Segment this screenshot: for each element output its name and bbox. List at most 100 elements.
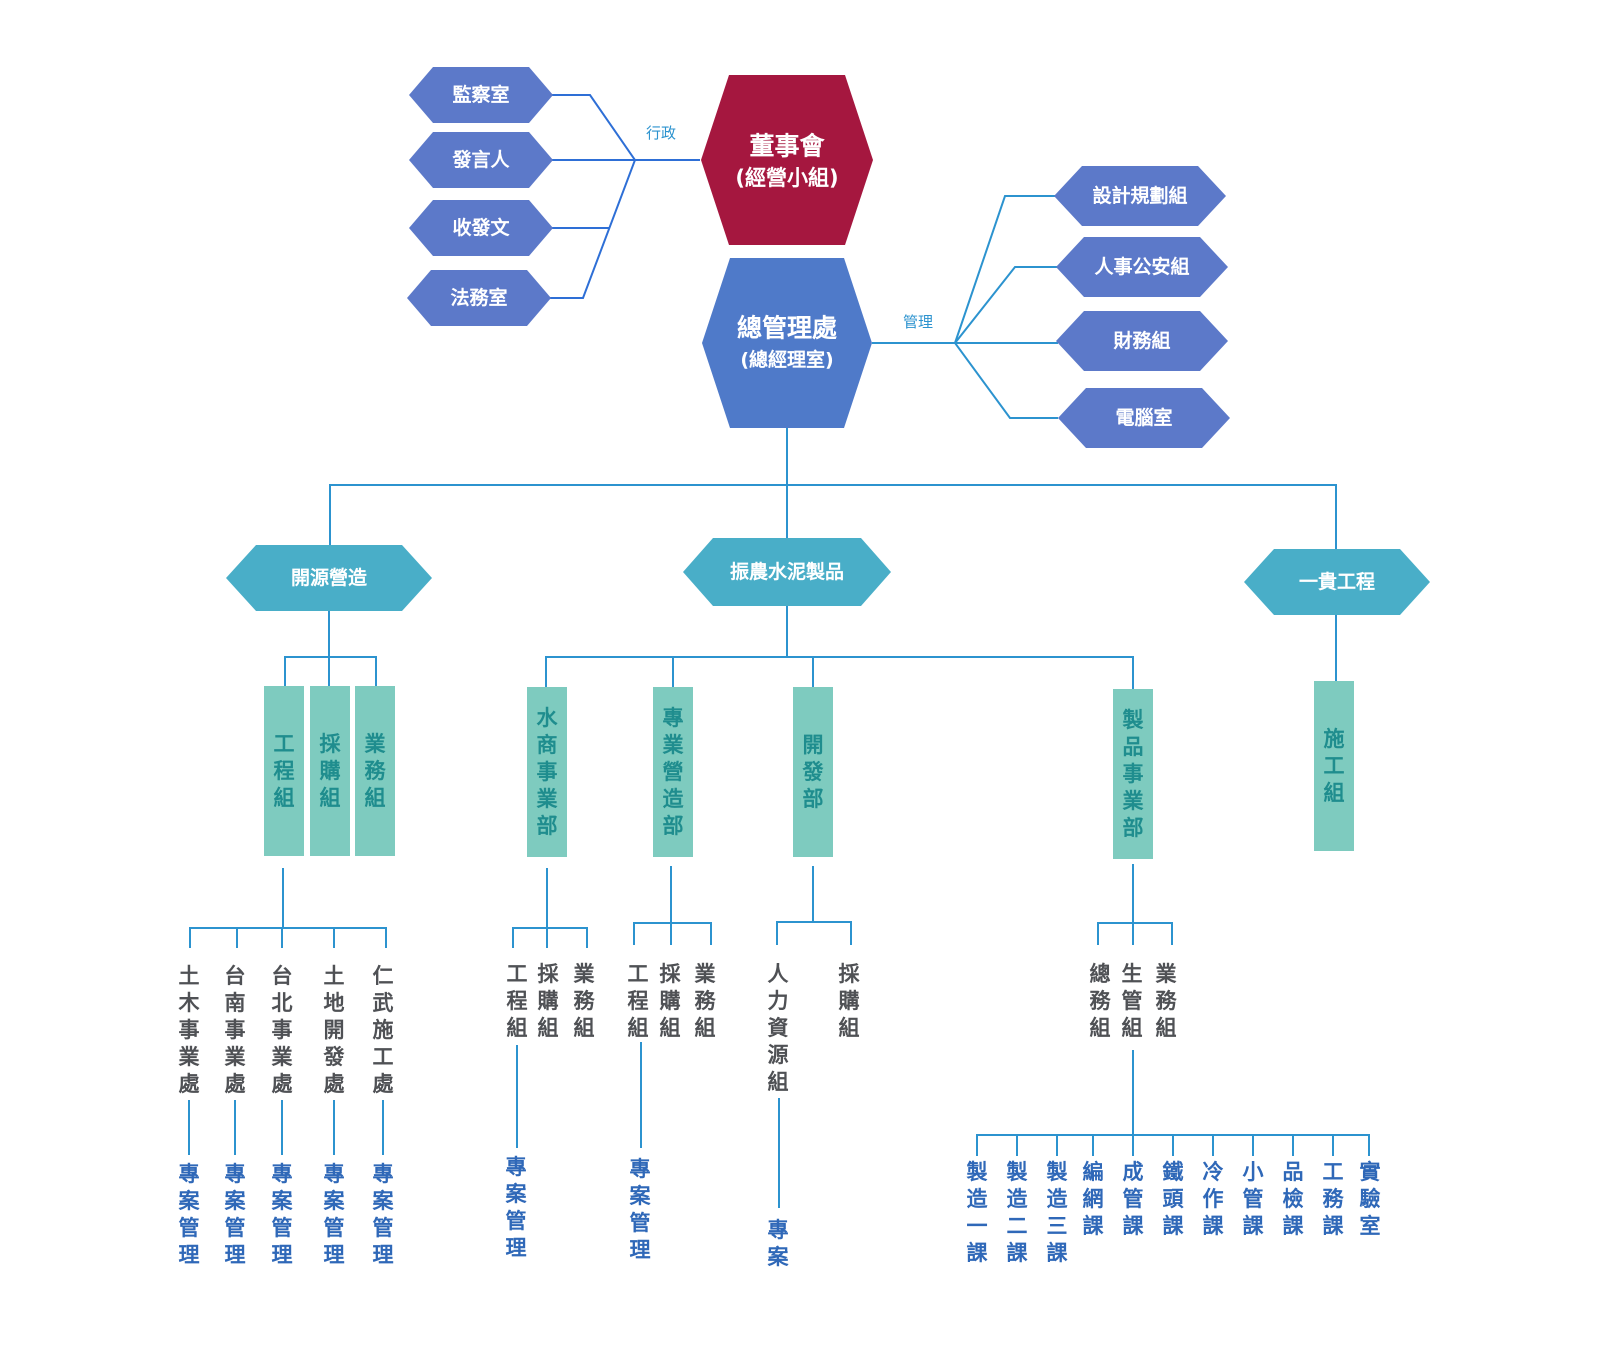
glyph: 土 xyxy=(178,964,200,988)
glyph: 施 xyxy=(372,1018,394,1042)
glyph: 課 xyxy=(1006,1241,1028,1265)
glyph: 課 xyxy=(1046,1241,1068,1265)
glyph: 業 xyxy=(178,1045,200,1069)
glyph: 業 xyxy=(1122,788,1144,813)
glyph: 營 xyxy=(662,759,684,784)
glyph: 製 xyxy=(1122,707,1144,732)
glyph: 採 xyxy=(838,962,860,986)
glyph: 頭 xyxy=(1162,1187,1184,1211)
company-label: 一貴工程 xyxy=(1299,570,1375,593)
glyph: 案 xyxy=(767,1245,789,1269)
glyph: 組 xyxy=(273,785,295,810)
glyph: 管 xyxy=(178,1216,200,1240)
glyph: 管 xyxy=(323,1216,345,1240)
glyph: 造 xyxy=(1046,1187,1068,1211)
company-hexagon xyxy=(1244,549,1430,615)
glyph: 採 xyxy=(537,962,559,986)
glyph: 管 xyxy=(372,1216,394,1240)
glyph: 理 xyxy=(224,1243,246,1267)
product-l4-4: 成管課 xyxy=(1118,1159,1148,1240)
board-title: 董事會 xyxy=(749,132,825,161)
glyph: 理 xyxy=(178,1243,200,1267)
glyph: 組 xyxy=(1323,780,1345,805)
manage-unit-label: 設計規劃組 xyxy=(1092,184,1187,207)
glyph: 專 xyxy=(372,1162,394,1186)
glyph: 業 xyxy=(694,962,716,986)
construction-l3-1: 採購組 xyxy=(655,961,685,1042)
admin-unit-label: 收發文 xyxy=(452,216,510,239)
product-l4-2: 製造三課 xyxy=(1042,1159,1072,1267)
glyph: 管 xyxy=(505,1209,527,1233)
glyph: 仁 xyxy=(372,964,394,988)
product-l4-6: 冷作課 xyxy=(1198,1159,1228,1240)
glyph: 人 xyxy=(767,962,789,986)
kaiyuan-l3-bus xyxy=(189,927,387,948)
dept-yigui-0: 施工組 xyxy=(1319,681,1349,851)
develop-l3-0: 人力資源組 xyxy=(763,961,793,1096)
glyph: 部 xyxy=(662,813,684,838)
glyph: 台 xyxy=(271,964,293,988)
glyph: 案 xyxy=(271,1189,293,1213)
glyph: 案 xyxy=(372,1189,394,1213)
glyph: 製 xyxy=(1006,1160,1028,1184)
glyph: 組 xyxy=(573,1016,595,1040)
company-label: 開源營造 xyxy=(291,566,368,589)
glyph: 組 xyxy=(1089,1016,1111,1040)
glyph: 務 xyxy=(364,758,386,783)
kaiyuan-l4-0: 專案管理 xyxy=(174,1161,204,1269)
product-l3-bus xyxy=(1097,922,1173,945)
kaiyuan-l4-4: 專案管理 xyxy=(368,1161,398,1269)
glyph: 專 xyxy=(629,1157,651,1181)
glyph: 造 xyxy=(662,786,684,811)
glyph: 組 xyxy=(767,1070,789,1094)
glyph: 務 xyxy=(1155,989,1177,1013)
glyph: 組 xyxy=(838,1016,860,1040)
glyph: 水 xyxy=(536,705,558,730)
manage-unit-label: 人事公安組 xyxy=(1094,255,1189,278)
glyph: 處 xyxy=(224,1072,246,1096)
glyph: 業 xyxy=(271,1045,293,1069)
glyph: 購 xyxy=(659,989,681,1013)
dept-zhennong-2: 開發部 xyxy=(798,687,828,857)
glyph: 部 xyxy=(536,813,558,838)
glyph: 武 xyxy=(372,991,394,1015)
glyph: 業 xyxy=(1155,962,1177,986)
product-l3-0: 總務組 xyxy=(1085,961,1115,1042)
glyph: 組 xyxy=(659,1016,681,1040)
kaiyuan-dept-bus xyxy=(284,656,377,686)
glyph: 購 xyxy=(537,989,559,1013)
glyph: 理 xyxy=(629,1238,651,1262)
admin-unit-hexagon xyxy=(407,270,551,326)
dept-zhennong-0: 水商事業部 xyxy=(532,687,562,857)
product-l4-9: 工務課 xyxy=(1318,1159,1348,1240)
product-l3-1: 生管組 xyxy=(1117,961,1147,1042)
glyph: 管 xyxy=(629,1211,651,1235)
admin-unit-label: 發言人 xyxy=(451,148,510,171)
kaiyuan-l3-4: 仁武施工處 xyxy=(368,963,398,1098)
glyph: 務 xyxy=(1089,989,1111,1013)
glyph: 發 xyxy=(802,759,824,784)
dept-zhennong-1-box xyxy=(653,687,693,857)
glyph: 小 xyxy=(1242,1160,1264,1184)
glyph: 開 xyxy=(323,1018,345,1042)
glyph: 實 xyxy=(1359,1160,1381,1184)
glyph: 專 xyxy=(178,1162,200,1186)
glyph: 事 xyxy=(224,1018,246,1042)
product-l4-7: 小管課 xyxy=(1238,1159,1268,1240)
glyph: 務 xyxy=(694,989,716,1013)
product-l4-0: 製造一課 xyxy=(962,1159,992,1267)
glyph: 專 xyxy=(505,1155,527,1179)
glyph: 課 xyxy=(966,1241,988,1265)
glyph: 理 xyxy=(372,1243,394,1267)
glyph: 作 xyxy=(1202,1187,1224,1211)
glyph: 生 xyxy=(1121,962,1143,986)
dept-yigui-0-box xyxy=(1314,681,1354,851)
dept-kaiyuan-2: 業務組 xyxy=(360,686,390,856)
manage-branch xyxy=(954,266,1058,344)
glyph: 專 xyxy=(323,1162,345,1186)
manage-unit-label: 財務組 xyxy=(1113,329,1170,352)
kaiyuan-l4-2: 專案管理 xyxy=(267,1161,297,1269)
dept-kaiyuan-2-box xyxy=(355,686,395,856)
glyph: 冷 xyxy=(1202,1160,1224,1184)
glyph: 務 xyxy=(1322,1187,1344,1211)
